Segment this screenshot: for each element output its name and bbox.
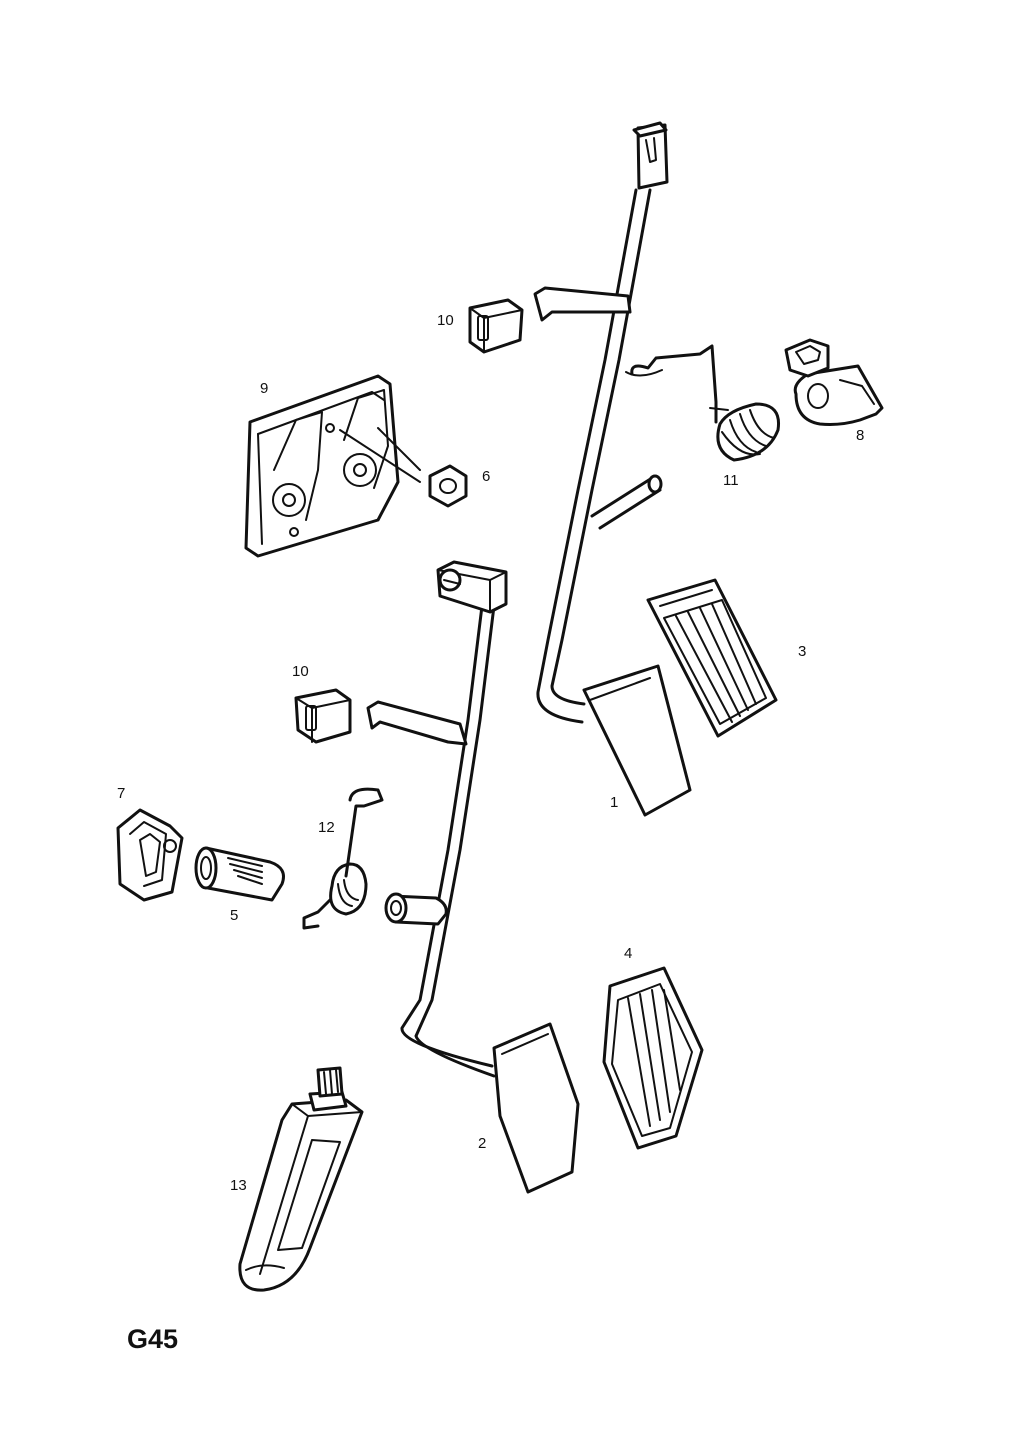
part-11-return-spring: [625, 344, 781, 462]
spacer-bush: [384, 892, 448, 926]
part-1-pedal-pad: [582, 664, 692, 817]
part-3-pedal-rubber: [646, 578, 778, 738]
callout-label-5: 5: [230, 907, 239, 924]
callout-label-13: 13: [230, 1177, 247, 1194]
part-4-pedal-rubber: [602, 966, 704, 1150]
callout-label-6: 6: [482, 468, 491, 485]
part-7-clip: [116, 808, 184, 902]
part-13-grease-tube: [238, 1066, 364, 1292]
callout-label-4: 4: [624, 945, 633, 962]
callout-label-8: 8: [856, 427, 865, 444]
lower-bracket-arm: [366, 700, 468, 746]
part-10-bush-upper: [468, 298, 524, 354]
upper-bracket-arm: [533, 286, 632, 322]
part-1-pedal-lever: [536, 121, 669, 724]
part-6-nut: [428, 464, 468, 508]
callout-label-2: 2: [478, 1135, 487, 1152]
callout-label-10-upper: 10: [437, 312, 454, 329]
callout-label-1: 1: [610, 794, 619, 811]
callout-label-7: 7: [117, 785, 126, 802]
callout-label-10-lower: 10: [292, 663, 309, 680]
callout-label-3: 3: [798, 643, 807, 660]
part-10-bush-lower: [294, 688, 352, 744]
part-8-retaining-clip: [784, 338, 884, 426]
part-9-mounting-plate: [244, 374, 421, 558]
callout-label-12: 12: [318, 819, 335, 836]
part-2-pedal-pad: [492, 1022, 580, 1194]
pivot-pin: [590, 474, 663, 530]
diagram-code: G45: [127, 1324, 179, 1354]
part-5-bush-sleeve: [194, 846, 285, 902]
part-2-pedal-lever: [400, 560, 508, 1078]
callout-label-9: 9: [260, 380, 269, 397]
callout-label-11: 11: [723, 472, 739, 489]
part-12-return-spring: [302, 787, 384, 930]
